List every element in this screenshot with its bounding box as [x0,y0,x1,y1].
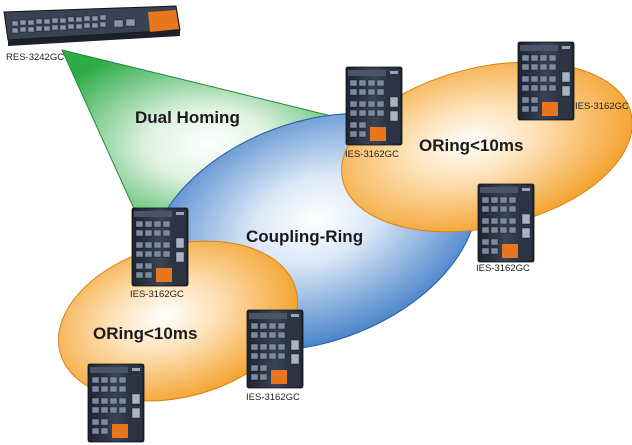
industrial-switch-icon [477,183,535,263]
dual-homing-label: Dual Homing [135,108,240,127]
industrial-switch-icon [517,41,575,121]
rack-switch-label: RES-3242GC [6,52,64,63]
industrial-switch-icon [345,66,403,146]
oring-label-top: ORing<10ms [419,136,523,155]
rack-switch-icon [3,5,181,46]
switch-label-bottom-mid: IES-3162GC [246,392,300,403]
industrial-switch-icon [131,207,189,287]
coupling-ring-label: Coupling-Ring [246,227,363,246]
switch-label-top-left: IES-3162GC [345,149,399,160]
switch-label-top-right: IES-3162GC [575,101,629,112]
switch-label-mid-right: IES-3162GC [476,263,530,274]
oring-label-bottom: ORing<10ms [93,324,197,343]
industrial-switch-icon [246,309,304,389]
switch-label-mid-left: IES-3162GC [130,289,184,300]
industrial-switch-icon [87,363,145,443]
